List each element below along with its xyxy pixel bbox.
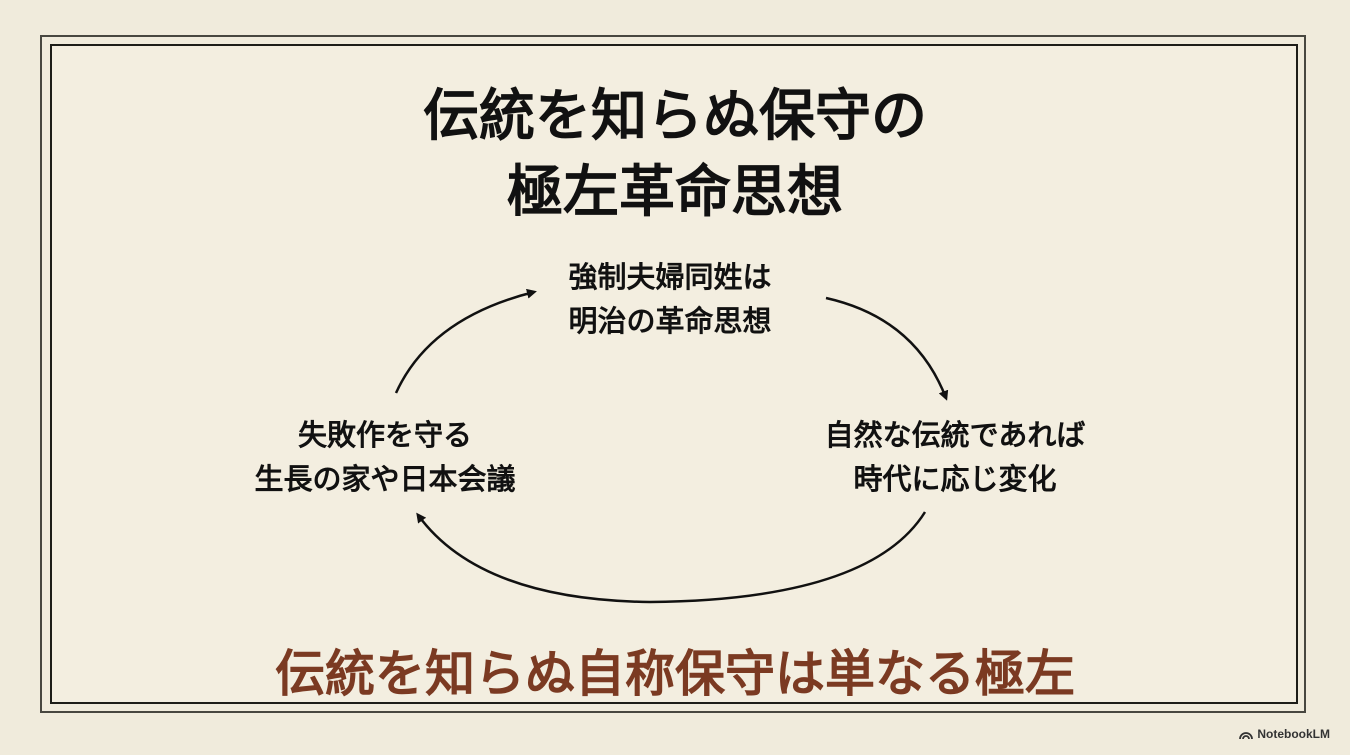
slide-title-line2: 極左革命思想 bbox=[507, 159, 843, 225]
conclusion-text: 伝統を知らぬ自称保守は単なる極左 bbox=[275, 644, 1075, 703]
brand-label: NotebookLM bbox=[1257, 727, 1330, 741]
arrow-left-to-top bbox=[394, 288, 537, 394]
cycle-node-right-line1: 自然な伝統であれば bbox=[824, 418, 1086, 452]
notebooklm-logo-icon bbox=[1239, 731, 1254, 739]
cycle-node-top-line1: 強制夫婦同姓は bbox=[568, 260, 772, 294]
notebooklm-watermark: NotebookLM bbox=[1239, 727, 1330, 741]
cycle-node-left: 失敗作を守る 生長の家や日本会議 bbox=[205, 413, 565, 501]
cycle-node-right-line2: 時代に応じ変化 bbox=[853, 462, 1057, 496]
arrow-top-to-right bbox=[825, 296, 949, 401]
arrow-right-to-left bbox=[416, 511, 927, 604]
outer-frame bbox=[40, 35, 1306, 713]
cycle-node-left-line1: 失敗作を守る bbox=[297, 418, 472, 452]
cycle-node-top: 強制夫婦同姓は 明治の革命思想 bbox=[490, 255, 850, 343]
cycle-node-left-line2: 生長の家や日本会議 bbox=[254, 462, 516, 496]
slide-title-line1: 伝統を知らぬ保守の bbox=[423, 83, 927, 149]
cycle-node-right: 自然な伝統であれば 時代に応じ変化 bbox=[775, 413, 1135, 501]
cycle-node-top-line2: 明治の革命思想 bbox=[568, 304, 772, 338]
inner-frame bbox=[50, 44, 1298, 704]
